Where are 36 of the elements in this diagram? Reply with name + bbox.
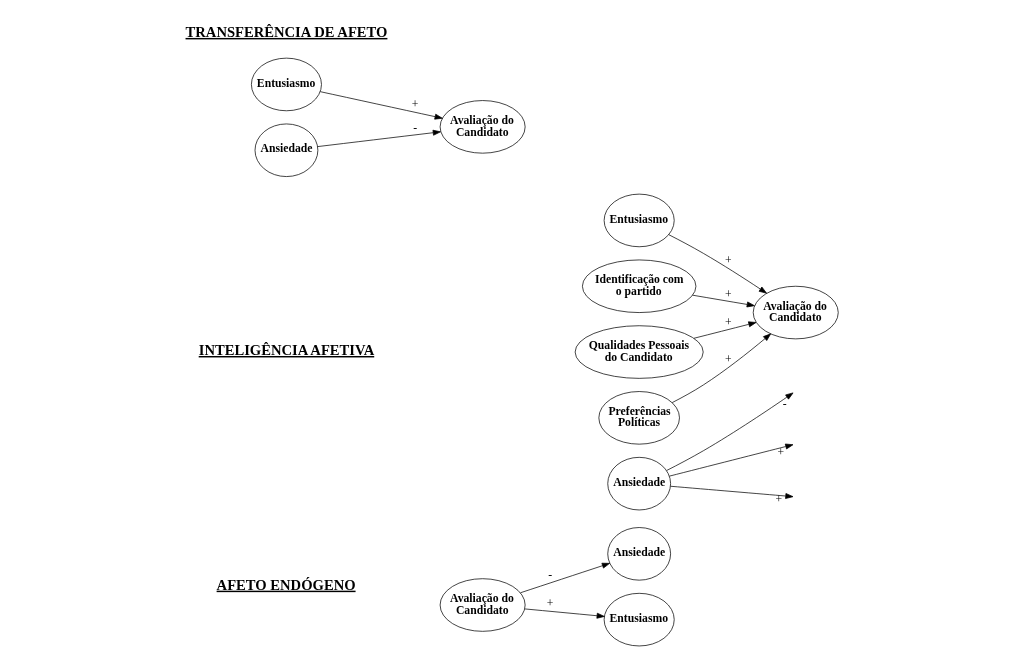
edge-label: + — [724, 315, 732, 329]
arrow — [692, 294, 755, 308]
edge-label: + — [724, 254, 732, 268]
label: AFETO ENDÓGENO — [216, 576, 356, 593]
edge-label: + — [777, 445, 785, 459]
label: INTELIGÊNCIA AFETIVA — [198, 341, 375, 358]
arrow — [666, 392, 794, 471]
arrow — [524, 608, 605, 619]
edge-label: - — [413, 121, 418, 135]
node-ellipse: Avaliação do Candidato — [439, 100, 526, 154]
edge-label: + — [724, 352, 732, 366]
edge-label: - — [548, 568, 553, 582]
edge-label: + — [411, 98, 419, 112]
arrow — [693, 321, 757, 339]
node-ellipse: Ansiedade — [607, 527, 671, 581]
node-ellipse: Ansiedade — [254, 123, 319, 177]
arrow — [669, 443, 794, 477]
arrow — [520, 562, 610, 594]
node-ellipse: Entusiasmo — [251, 57, 322, 112]
edge-label: + — [546, 597, 554, 611]
edge-label: - — [782, 397, 787, 411]
node-ellipse: Entusiasmo — [603, 193, 675, 248]
node-ellipse: Preferências Políticas — [598, 391, 680, 445]
node-ellipse: Avaliação do Candidato — [439, 578, 526, 632]
edge-label: + — [775, 493, 783, 507]
arrow — [319, 91, 443, 120]
arrow — [668, 234, 767, 294]
node-ellipse: Identificação com o partido — [582, 259, 697, 313]
node-ellipse: Entusiasmo — [603, 592, 675, 647]
edge-label: + — [724, 287, 732, 301]
node-ellipse: Qualidades Pessoais do Candidato — [574, 325, 704, 379]
arrow — [671, 333, 772, 403]
arrow — [670, 485, 794, 499]
label: TRANSFERÊNCIA DE AFETO — [185, 23, 388, 40]
arrow — [317, 129, 441, 147]
node-ellipse: Ansiedade — [607, 456, 671, 511]
